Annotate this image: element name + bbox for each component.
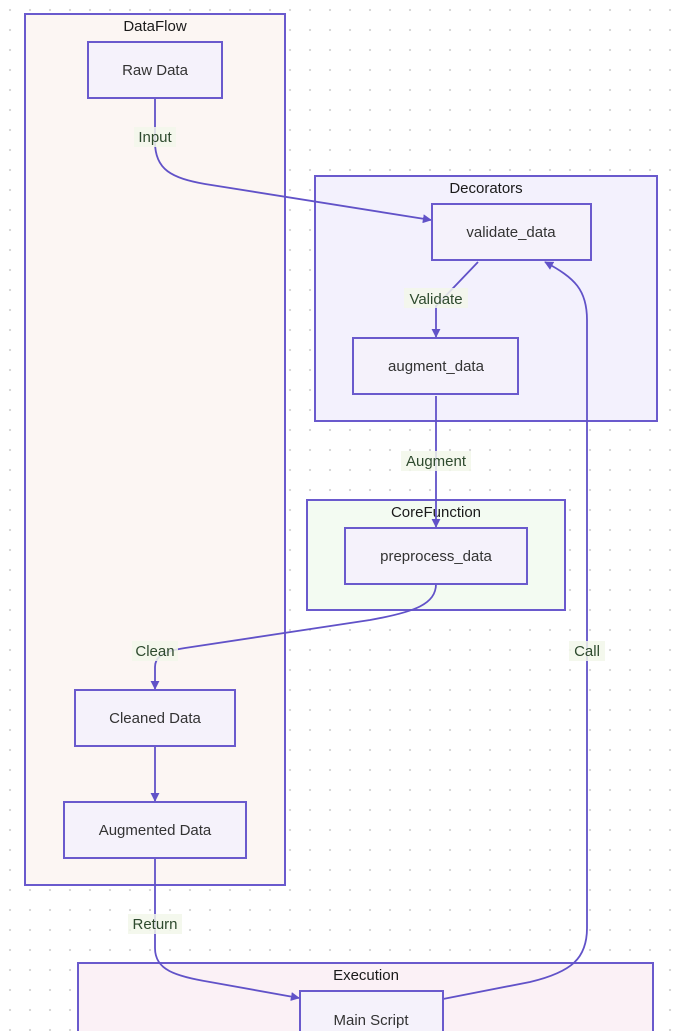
node-label-augmented-data: Augmented Data xyxy=(99,822,212,839)
edge-label-return: Return xyxy=(128,914,182,934)
node-label-augment-data: augment_data xyxy=(388,358,485,375)
edge-return xyxy=(154,858,300,1001)
edge-clean xyxy=(150,583,437,690)
node-augment-data[interactable]: augment_data xyxy=(352,337,519,395)
node-label-main-script: Main Script xyxy=(333,1012,409,1029)
node-raw-data[interactable]: Raw Data xyxy=(87,41,223,99)
edge-label-call-text: Call xyxy=(574,643,600,660)
edge-label-clean-text: Clean xyxy=(135,643,174,660)
edge-label-call: Call xyxy=(569,641,605,661)
node-label-cleaned-data: Cleaned Data xyxy=(109,710,201,727)
edge-label-return-text: Return xyxy=(132,916,177,933)
edge-label-input-text: Input xyxy=(138,129,172,146)
node-cleaned-data[interactable]: Cleaned Data xyxy=(74,689,236,747)
node-main-script[interactable]: Main Script xyxy=(299,990,444,1031)
node-label-validate-data: validate_data xyxy=(466,224,556,241)
cluster-title-execution: Execution xyxy=(333,967,399,984)
cluster-title-decorators: Decorators xyxy=(449,180,522,197)
edge-label-clean: Clean xyxy=(132,641,178,661)
edge-label-augment-text: Augment xyxy=(406,453,467,470)
node-preprocess-data[interactable]: preprocess_data xyxy=(344,527,528,585)
edge-label-input: Input xyxy=(134,127,176,147)
node-label-preprocess-data: preprocess_data xyxy=(380,548,492,565)
edge-label-augment: Augment xyxy=(401,451,471,471)
edge-label-validate-text: Validate xyxy=(409,291,462,308)
edge-label-validate: Validate xyxy=(404,288,468,308)
cluster-title-dataflow: DataFlow xyxy=(123,18,187,35)
node-validate-data[interactable]: validate_data xyxy=(431,203,592,261)
node-label-raw-data: Raw Data xyxy=(122,62,189,79)
node-augmented-data[interactable]: Augmented Data xyxy=(63,801,247,859)
edge-call xyxy=(442,261,588,1000)
